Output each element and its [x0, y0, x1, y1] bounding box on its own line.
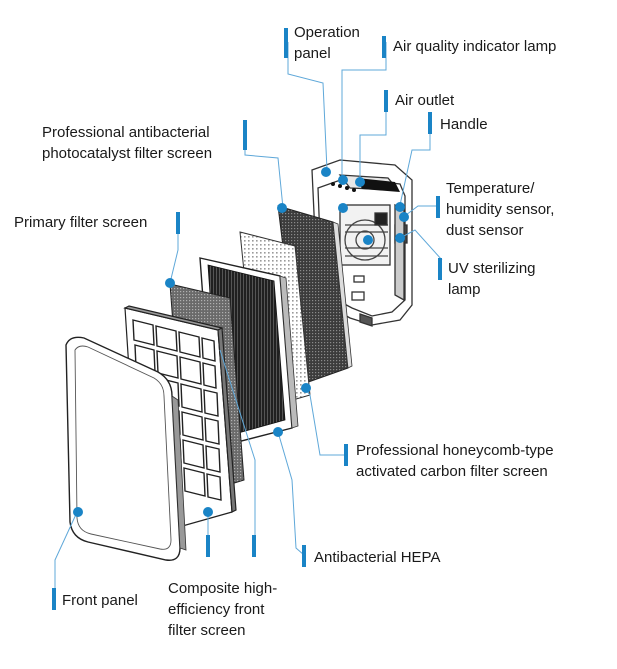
operation-panel-dot [321, 167, 331, 177]
label-air-quality-lamp: Air quality indicator lamp [393, 38, 557, 55]
front-panel-shape [65, 336, 187, 561]
leader-lines [54, 42, 443, 595]
air-quality-lamp-dot [338, 175, 348, 185]
honeycomb-dot [301, 383, 311, 393]
composite-bar-a [206, 535, 210, 557]
air-outlet-bar [384, 90, 388, 112]
label-operation-panel: Operation panel [294, 24, 360, 62]
label-photocatalyst: Professional antibacterial photocatalyst… [42, 124, 213, 162]
front-panel-dot [73, 507, 83, 517]
label-handle: Handle [440, 116, 488, 133]
air-outlet-grille [357, 178, 400, 192]
filter-screen-dot [338, 203, 348, 213]
photocatalyst-bar [243, 120, 247, 150]
label-composite: Composite high- efficiency front filter … [168, 580, 278, 639]
composite-dot [203, 507, 213, 517]
uv-lamp-bar [438, 258, 442, 280]
sensor-dot [399, 212, 409, 222]
uv-lamp-icon [374, 212, 388, 226]
hepa-bar [302, 545, 306, 567]
air-outlet-dot [355, 177, 365, 187]
hepa-dot [273, 427, 283, 437]
air-quality-lamp-bar [382, 36, 386, 58]
composite-bar-b [252, 535, 256, 557]
operation-panel-bar [284, 28, 288, 58]
uv-lamp-dot-a [363, 235, 373, 245]
front-panel-bar [52, 588, 56, 610]
primary-filter-bar [176, 212, 180, 234]
fan-lamp-area [344, 219, 388, 261]
label-temp-sensor: Temperature/ humidity sensor, dust senso… [446, 180, 555, 239]
label-front-panel: Front panel [62, 592, 138, 609]
handle-bar [428, 112, 432, 134]
callout-dots [73, 167, 409, 517]
label-honeycomb: Professional honeycomb-type activated ca… [356, 442, 554, 480]
uv-lamp-dot-b [395, 233, 405, 243]
label-air-outlet: Air outlet [395, 92, 455, 109]
honeycomb-bar [344, 444, 348, 466]
temp-sensor-bar [436, 196, 440, 218]
primary-filter-dot [165, 278, 175, 288]
operation-panel-buttons [331, 182, 356, 192]
label-hepa: Antibacterial HEPA [314, 549, 441, 566]
label-uv-lamp: UV sterilizing lamp [448, 260, 536, 298]
handle-dot [395, 202, 405, 212]
label-primary-filter: Primary filter screen [14, 214, 148, 231]
photocatalyst-dot [277, 203, 287, 213]
